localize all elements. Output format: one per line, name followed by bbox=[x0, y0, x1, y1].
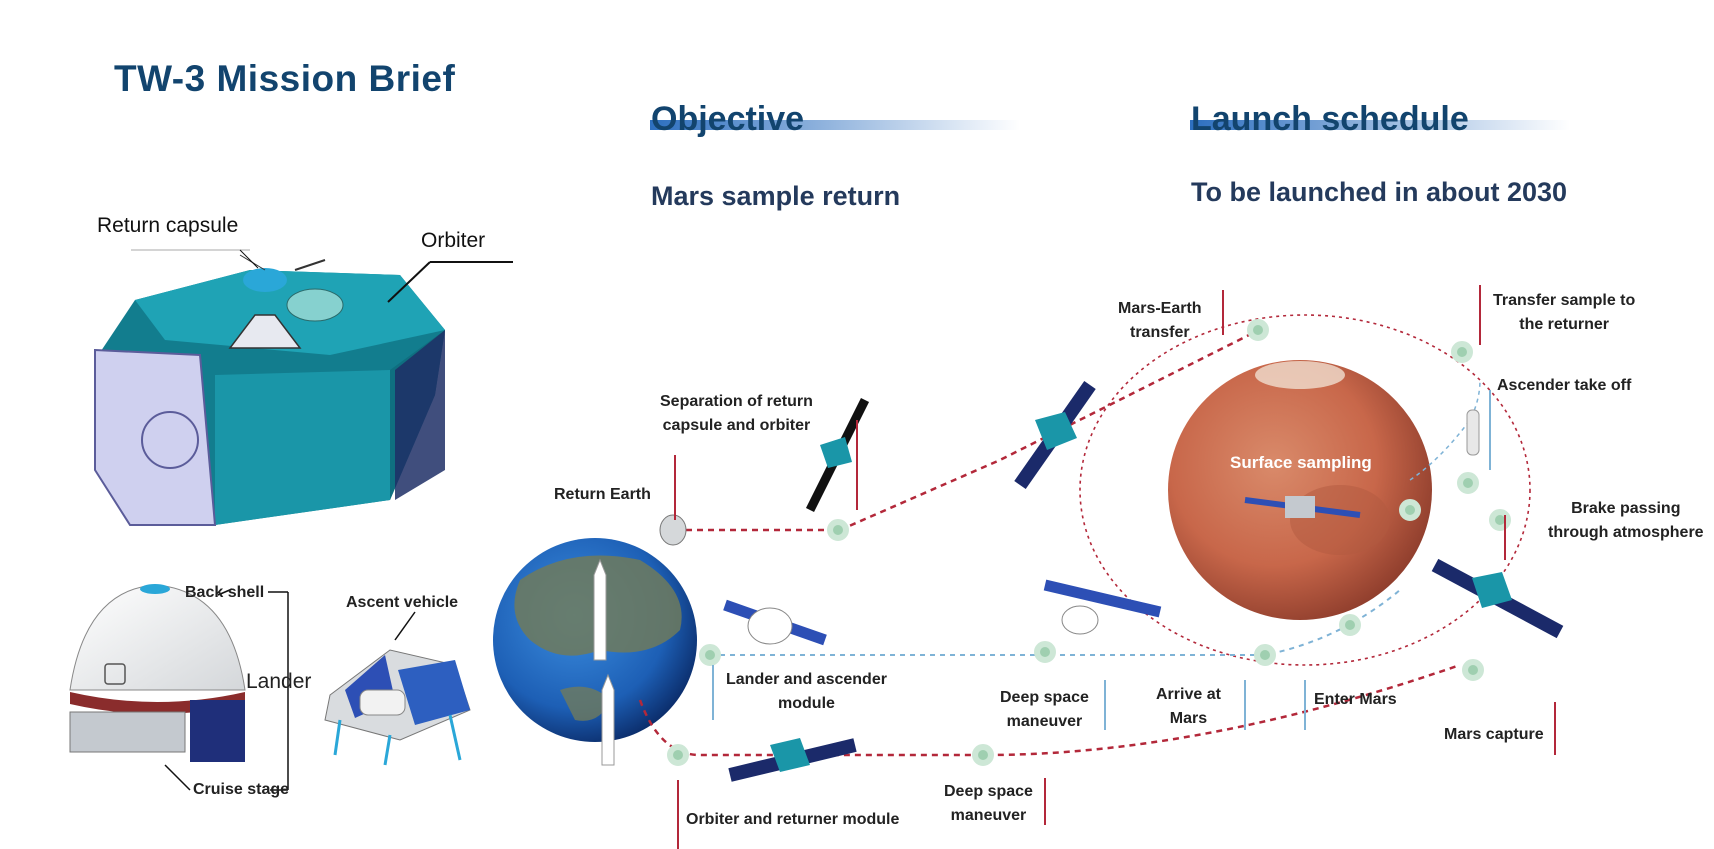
spacecraft-separation bbox=[805, 397, 870, 513]
label-orbiter: Orbiter bbox=[421, 229, 486, 252]
lander-path bbox=[710, 589, 1401, 656]
lander-illustration bbox=[69, 584, 289, 791]
objective-text: Mars sample return bbox=[651, 181, 901, 211]
label-orbiter-returner: Orbiter and returner module bbox=[686, 811, 900, 828]
label-lander: Lander bbox=[246, 670, 312, 693]
return-capsule-small bbox=[659, 514, 687, 546]
node-surface bbox=[1399, 499, 1421, 521]
spacecraft-capture bbox=[1431, 558, 1564, 639]
label-surface-sampling: Surface sampling bbox=[1230, 453, 1372, 472]
node-deep-space-1 bbox=[1034, 641, 1056, 663]
earth-illustration bbox=[493, 538, 697, 766]
ascent-path bbox=[1409, 379, 1481, 481]
label-ascent-vehicle: Ascent vehicle bbox=[346, 594, 459, 611]
ascender-rocket bbox=[1466, 409, 1480, 456]
spacecraft-surface bbox=[1244, 496, 1361, 518]
label-ticks bbox=[674, 285, 1556, 849]
node-enter bbox=[1339, 614, 1361, 636]
trajectory-nodes bbox=[667, 319, 1511, 766]
node-mars-earth bbox=[1247, 319, 1269, 341]
label-return-capsule: Return capsule bbox=[97, 214, 239, 237]
node-arrive bbox=[1254, 644, 1276, 666]
node-ascender bbox=[1457, 472, 1479, 494]
node-transfer-sample bbox=[1451, 341, 1473, 363]
mars-orbit bbox=[1079, 314, 1531, 666]
label-enter-mars: Enter Mars bbox=[1314, 691, 1397, 708]
node-capture bbox=[1462, 659, 1484, 681]
orbiter-illustration bbox=[94, 249, 513, 526]
launch-heading: Launch schedule bbox=[1191, 100, 1469, 138]
launch-text: To be launched in about 2030 bbox=[1191, 177, 1568, 207]
label-return-earth: Return Earth bbox=[554, 486, 651, 503]
objective-underline bbox=[650, 120, 1020, 130]
node-deep-space-2 bbox=[972, 744, 994, 766]
launch-underline bbox=[1190, 120, 1570, 130]
label-back-shell: Back shell bbox=[185, 584, 265, 601]
label-mars-capture: Mars capture bbox=[1444, 726, 1544, 743]
mars-earth-transfer-path bbox=[675, 330, 1256, 532]
node-separation bbox=[827, 519, 849, 541]
objective-heading: Objective bbox=[651, 100, 805, 138]
page-title: TW-3 Mission Brief bbox=[114, 58, 456, 99]
spacecraft-transfer bbox=[1014, 380, 1096, 490]
spacecraft-lander bbox=[723, 599, 827, 646]
spacecraft-orbiter-returner bbox=[728, 738, 857, 782]
ascent-vehicle-illustration bbox=[324, 611, 471, 766]
spacecraft-arrive bbox=[1043, 579, 1162, 635]
mars-illustration bbox=[1168, 360, 1432, 620]
label-cruise-stage: Cruise stage bbox=[193, 781, 290, 798]
node-lander bbox=[699, 644, 721, 666]
node-orbiter-returner bbox=[667, 744, 689, 766]
label-ascender-take-off: Ascender take off bbox=[1497, 377, 1632, 394]
